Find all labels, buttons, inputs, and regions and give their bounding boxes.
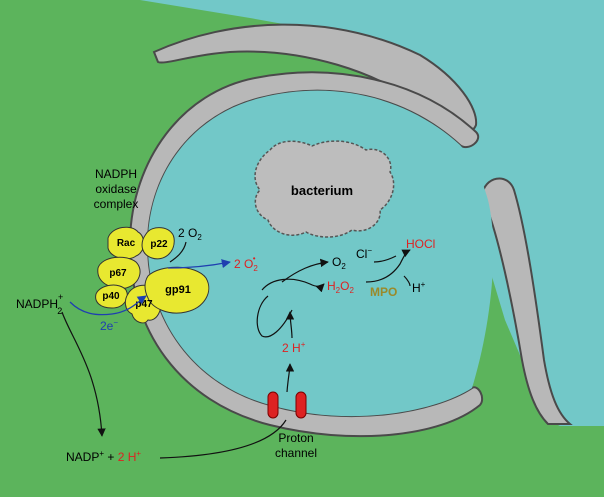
right-membrane-arm bbox=[480, 177, 573, 425]
h-plus-label: H+ bbox=[412, 280, 426, 295]
complex-label-line3: complex bbox=[94, 197, 139, 211]
o2-release-arrow bbox=[281, 258, 329, 283]
label-p47: p47 bbox=[135, 299, 153, 310]
dismutation-arrow-1 bbox=[261, 278, 325, 293]
protein-gp91 bbox=[144, 266, 210, 314]
proton-channel-label-line2: channel bbox=[275, 446, 317, 460]
proton-join-arrow bbox=[256, 295, 293, 338]
superoxide-arrow bbox=[167, 259, 231, 269]
label-p40: p40 bbox=[102, 291, 120, 302]
proton-up-arrow bbox=[285, 311, 295, 339]
label-p22: p22 bbox=[150, 239, 168, 250]
protein-p67 bbox=[97, 256, 141, 289]
nadph-label: NADPH+2 bbox=[16, 292, 63, 316]
bacterium-shape bbox=[254, 140, 395, 238]
o2-input-arrow bbox=[169, 241, 187, 263]
electron-arrow bbox=[69, 295, 147, 316]
proton-channel-label-line1: Proton bbox=[278, 431, 313, 445]
hocl-arrow bbox=[365, 249, 411, 283]
label-rac: Rac bbox=[117, 238, 136, 249]
o2-output-label: O2 bbox=[332, 255, 346, 271]
complex-label-line1: NADPH bbox=[95, 167, 137, 181]
two-h-bottom-label: 2 H bbox=[118, 450, 137, 464]
label-gp91: gp91 bbox=[165, 284, 191, 296]
protein-p22 bbox=[141, 227, 175, 260]
chloride-label: Cl− bbox=[356, 246, 372, 261]
two-h-inside-label: 2 H+ bbox=[282, 340, 306, 355]
h2o2-label: H2O2 bbox=[327, 279, 354, 295]
phagosome-lumen bbox=[147, 90, 494, 417]
proton-channel-right bbox=[295, 391, 307, 419]
h-plus-release-line bbox=[403, 275, 411, 287]
proton-channel-arrow bbox=[285, 363, 295, 393]
bacterium-label: bacterium bbox=[291, 183, 353, 198]
chloride-join-line bbox=[373, 255, 397, 263]
electrons-label: 2e− bbox=[100, 318, 118, 333]
nadp-arrow bbox=[61, 311, 106, 437]
proton-channel-left bbox=[267, 391, 279, 419]
nadph-oxidase-complex bbox=[95, 226, 210, 324]
extracellular-space bbox=[115, 0, 604, 426]
hocl-label: HOCl bbox=[406, 237, 435, 251]
nadp-label: NADP+ + 2 H+ bbox=[66, 449, 141, 464]
superoxide-label: 2 O2• bbox=[234, 254, 258, 273]
label-p67: p67 bbox=[109, 268, 127, 279]
mpo-label: MPO bbox=[370, 285, 397, 299]
complex-label-line2: oxidase bbox=[95, 182, 137, 196]
proton-channel-path bbox=[159, 419, 287, 459]
o2-input-label: 2 O2 bbox=[178, 226, 202, 242]
